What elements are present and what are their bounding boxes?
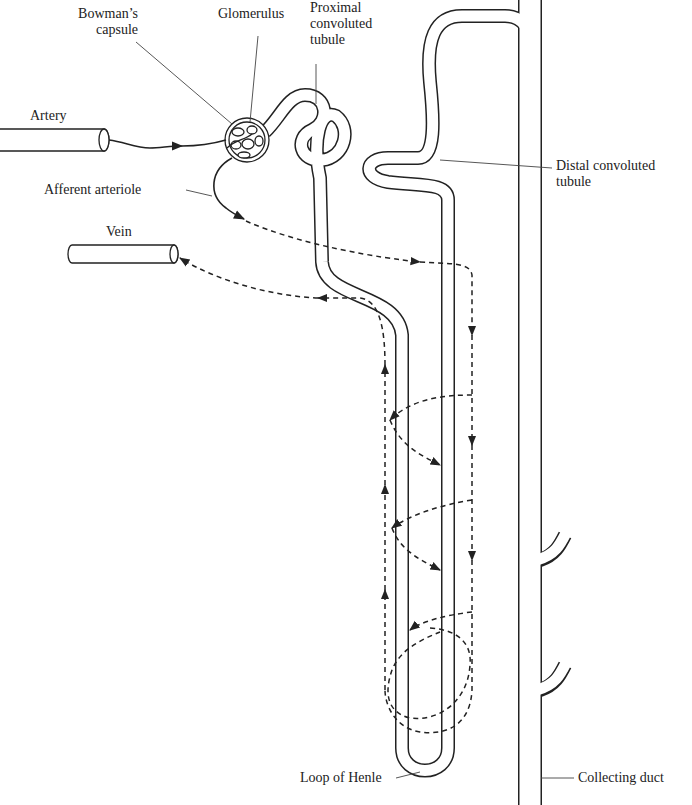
part-label: Artery	[30, 108, 100, 124]
glomerulus-figure	[225, 118, 269, 162]
part-label: Glomerulus	[218, 6, 308, 22]
part-label: Collecting duct	[578, 770, 688, 786]
leader-lines	[136, 36, 574, 778]
tubule-walls	[265, 0, 566, 805]
part-label: Distal convoluted tubule	[556, 158, 656, 190]
part-label: Afferent arteriole	[44, 182, 194, 198]
part-label: Bowman’s capsule	[60, 6, 138, 38]
vasa-recta	[180, 221, 472, 733]
blood-flow	[109, 140, 244, 219]
part-label: Loop of Henle	[300, 770, 410, 786]
part-label: Proximal convoluted tubule	[310, 0, 390, 48]
part-label: Vein	[106, 224, 166, 240]
